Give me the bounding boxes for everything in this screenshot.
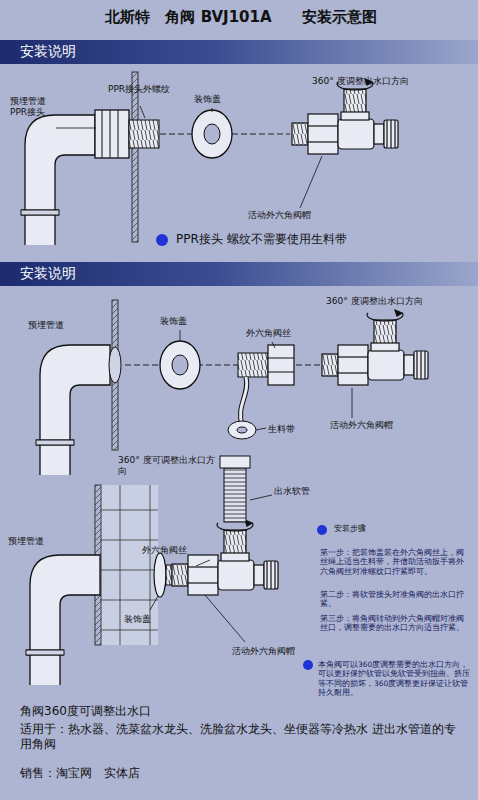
seller-line: 销售：淘宝网 实体店 — [20, 766, 320, 781]
pipe-label: 预埋管道 PPR接头 — [10, 96, 62, 119]
note: PPR接头 螺纹不需要使用生料带 — [176, 232, 466, 247]
direction-note: 360° 度调整出水口方向 — [312, 76, 462, 87]
part-label: 外六角阀丝 — [246, 328, 316, 339]
part-label: 活动外六角阀帽 — [248, 210, 348, 221]
section-header: 安装说明 — [0, 262, 478, 286]
direction-note: 360° 度可调整出水口方向 — [118, 455, 222, 478]
note: 本角阀可以360度调整需要的出水口方向，可以更好保护软管以免软管受到扭曲、挤压等… — [318, 660, 472, 698]
section-title: 安装说明 — [0, 40, 76, 64]
part-label: 活动外六角阀帽 — [330, 420, 430, 431]
step-heading: 安装步骤 — [334, 524, 414, 534]
part-label: PPR接头外螺纹 — [108, 84, 198, 95]
direction-note: 360° 度调整出水口方向 — [326, 296, 474, 307]
part-label: 外六角阀丝 — [142, 545, 212, 556]
section-header: 安装说明 — [0, 40, 478, 64]
caption-line: 角阀360度可调整出水口 — [20, 704, 320, 719]
part-label: 装饰盖 — [160, 316, 210, 327]
usage-note: 适用于：热水器、洗菜盆水龙头、洗脸盆水龙头、坐便器等冷热水 进出水管道的专用角阀 — [20, 722, 460, 752]
section-title: 安装说明 — [0, 262, 76, 286]
step-text: 第一步：把装饰盖装在外六角阀丝上，阀丝绳上适当生料带，并借助活动扳手将外六角阀丝… — [320, 548, 470, 576]
part-label: 装饰盖 — [194, 94, 244, 105]
pipe-label: 预埋管道 — [8, 536, 68, 547]
page-title: 北斯特 角阀 BVJ101A 安装示意图 — [2, 8, 478, 27]
part-label: 装饰盖 — [124, 614, 174, 625]
part-label: 出水软管 — [274, 486, 334, 497]
step-text: 第三步：将角阀转动到外六角阀帽对准阀丝口，调整需要的出水口方向适当拧紧。 — [320, 614, 470, 633]
step-text: 第二步：将软管接头对准角阀的出水口拧紧。 — [320, 590, 470, 609]
part-label: 生料带 — [268, 424, 318, 435]
pipe-label: 预埋管道 — [28, 320, 88, 331]
part-label: 活动外六角阀帽 — [232, 646, 332, 657]
